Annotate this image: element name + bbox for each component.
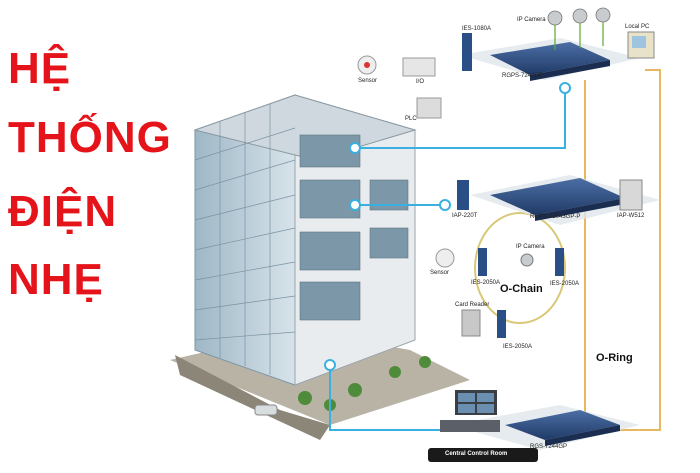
rgps-7244gp-switch-top (490, 42, 610, 81)
label-io: I/O (416, 79, 425, 85)
label-sensor-mid: Sensor (430, 270, 450, 276)
label-iap-220t: IAP-220T (452, 213, 478, 219)
ip-camera-icon (595, 7, 611, 23)
ies-1080a-switch (462, 33, 472, 71)
label-sensor-top: Sensor (358, 78, 378, 84)
ip-camera-icon (572, 8, 588, 24)
connection-node (439, 199, 451, 211)
label-card-reader: Card Reader (455, 302, 490, 308)
label-o-chain: O-Chain (500, 283, 543, 295)
ies-2050a-switch-bottom (497, 310, 506, 338)
ip-camera-icon (547, 10, 563, 26)
building-illustration (170, 94, 470, 440)
label-central-control-room: Central Control Room (445, 451, 508, 457)
connection-node (349, 199, 361, 211)
label-ies-1080a: IES-1080A (462, 26, 492, 32)
connection-node (324, 359, 336, 371)
connection-node (349, 142, 361, 154)
label-plc: PLC (405, 116, 417, 122)
label-local-pc: Local PC (625, 24, 650, 30)
plc-icon (416, 97, 442, 119)
title-line-4: NHẸ (8, 255, 104, 304)
label-ip-camera-mid: IP Camera (516, 244, 545, 250)
connection-node (559, 82, 571, 94)
ies-2050a-switch-left (478, 248, 487, 276)
label-iap-w512: IAP-W512 (617, 213, 645, 219)
card-reader-icon (461, 309, 481, 337)
label-ies-2050a-right: IES-2050A (550, 281, 580, 287)
ies-2050a-switch-right (555, 248, 564, 276)
o-ring-links (560, 69, 661, 431)
ip-camera-icon (520, 253, 534, 267)
rgps-72043gp-switch (490, 178, 625, 221)
label-rgps-72043gp: RGPS-72043GP-P (530, 214, 581, 220)
network-links (329, 88, 566, 431)
label-rgps-7244gp-top: RGPS-7244GP (502, 73, 544, 79)
rgs-7244gp-switch (505, 410, 620, 446)
title-line-3: ĐIỆN (8, 187, 118, 236)
label-ies-2050a-bottom: IES-2050A (503, 344, 533, 350)
label-rgs-7244gp: RGS-7244GP (530, 444, 568, 450)
local-pc-icon (627, 31, 655, 59)
o-chain-loop (474, 212, 566, 324)
central-control-room-illustration (428, 390, 538, 462)
iap-w512-icon (619, 179, 643, 211)
sensor-icon (435, 248, 455, 268)
io-module-icon (402, 57, 436, 77)
iap-220t-device (457, 180, 469, 210)
title-line-2: THỐNG (8, 113, 172, 162)
label-ip-camera-top: IP Camera (517, 17, 546, 23)
label-o-ring: O-Ring (596, 352, 633, 364)
label-ies-2050a-left: IES-2050A (471, 280, 501, 286)
title-line-1: HỆ (8, 44, 72, 93)
